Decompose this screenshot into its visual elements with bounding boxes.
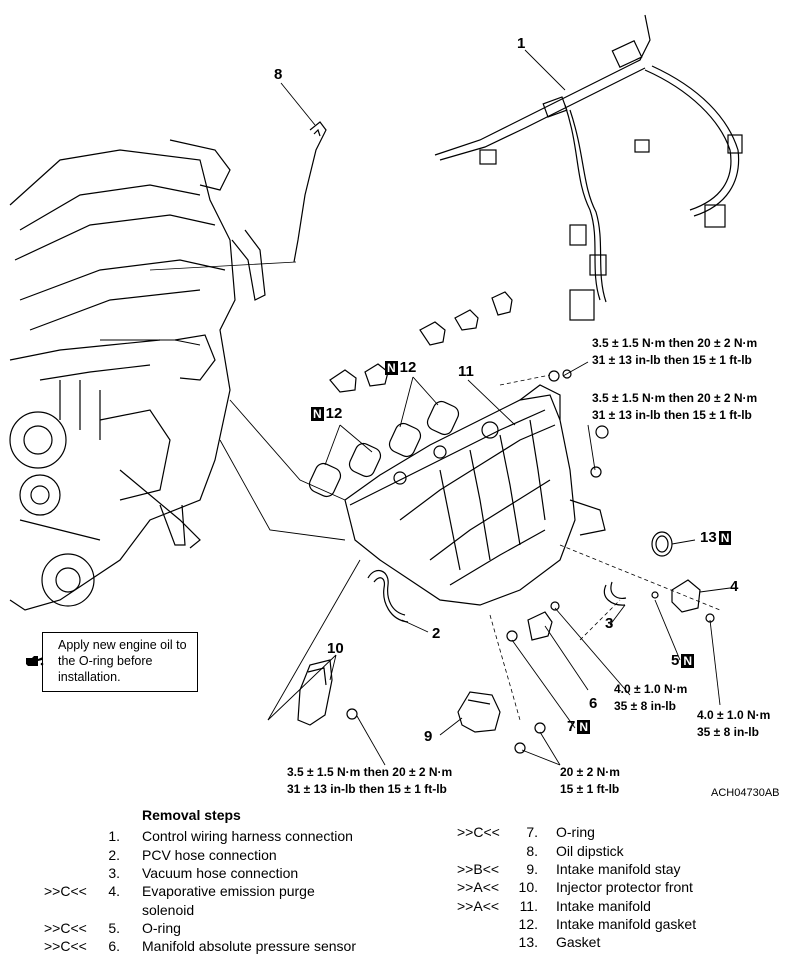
torque-imperial: 15 ± 1 ft-lb	[560, 782, 620, 796]
step-label: PCV hose connection	[142, 847, 277, 863]
step-label: Control wiring harness connection	[142, 828, 353, 844]
step-ref: >>B<<	[457, 861, 500, 877]
step-number: 13.	[518, 934, 538, 950]
torque-metric: 3.5 ± 1.5 N·m then 20 ± 2 N·m	[287, 765, 453, 779]
manifold-stay-drawing	[457, 691, 546, 754]
callout-3: 3	[605, 615, 614, 632]
step-number: 10.	[518, 879, 538, 895]
bolts-drawing	[548, 369, 609, 478]
step-number: 11.	[519, 898, 538, 914]
step-number: 3.	[108, 865, 120, 881]
step-number: 12.	[518, 916, 538, 932]
step-ref: >>C<<	[44, 938, 87, 954]
step-ref: >>C<<	[44, 920, 87, 936]
step-label: Evaporative emission purge	[142, 883, 315, 899]
step-label: Injector protector front	[556, 879, 693, 895]
intake-manifold-drawing	[344, 384, 606, 606]
new-part-marker: N	[577, 720, 591, 735]
callout-11: 11	[458, 363, 474, 380]
engine-block-drawing	[9, 139, 266, 611]
step-number: 9.	[526, 861, 538, 877]
callout-1: 1	[517, 35, 526, 52]
step-ref: >>C<<	[457, 824, 500, 840]
step-number: 2.	[108, 847, 120, 863]
step-label: Vacuum hose connection	[142, 865, 299, 881]
torque-metric: 4.0 ± 1.0 N·m	[614, 682, 688, 696]
step-number: 6.	[108, 938, 120, 954]
new-part-marker: N	[385, 361, 398, 376]
removal-steps-title: Removal steps	[142, 807, 241, 823]
torque-spec-upper: 3.5 ± 1.5 N·m then 20 ± 2 N·m 31 ± 13 in…	[592, 335, 757, 369]
step-number: 4.	[108, 883, 120, 899]
injector-protector-drawing	[297, 659, 358, 726]
step-number: 1.	[108, 828, 120, 844]
oil-dipstick-drawing	[149, 121, 327, 271]
callout-4: 4	[730, 578, 739, 595]
step-label: O-ring	[142, 920, 181, 936]
callout-8: 8	[274, 66, 283, 83]
callout-7-number: 7	[567, 718, 576, 735]
step-label: Intake manifold gasket	[556, 916, 697, 932]
torque-spec-purge-solenoid: 4.0 ± 1.0 N·m 35 ± 8 in-lb	[697, 707, 770, 741]
figure-reference-code: ACH04730AB	[711, 787, 780, 799]
step-number: 7.	[526, 824, 538, 840]
callout-5-number: 5	[671, 652, 680, 669]
manifold-gaskets-drawing	[308, 400, 460, 498]
leader-lines	[100, 49, 731, 766]
callout-6: 6	[589, 695, 598, 712]
callout-2: 2	[432, 625, 441, 642]
torque-imperial: 31 ± 13 in-lb then 15 ± 1 ft-lb	[592, 408, 752, 422]
torque-imperial: 31 ± 13 in-lb then 15 ± 1 ft-lb	[287, 782, 447, 796]
gasket-13-drawing	[651, 531, 673, 557]
torque-spec-middle: 3.5 ± 1.5 N·m then 20 ± 2 N·m 31 ± 13 in…	[592, 390, 757, 424]
dashed-alignment-lines	[489, 374, 721, 721]
step-number: 8.	[526, 843, 538, 859]
exploded-parts-diagram	[9, 14, 743, 766]
step-ref: >>A<<	[457, 898, 500, 914]
step-number: 5.	[108, 920, 120, 936]
pcv-hose-drawing	[367, 569, 409, 623]
torque-metric: 3.5 ± 1.5 N·m then 20 ± 2 N·m	[592, 391, 758, 405]
note-text: Apply new engine oil to the O-ring befor…	[58, 638, 187, 684]
torque-metric: 3.5 ± 1.5 N·m then 20 ± 2 N·m	[592, 336, 758, 350]
new-part-marker: N	[311, 407, 324, 422]
new-part-marker: N	[718, 531, 732, 546]
step-label: Gasket	[556, 934, 601, 950]
callout-9: 9	[424, 728, 433, 745]
step-label: O-ring	[556, 824, 595, 840]
torque-spec-map-sensor: 4.0 ± 1.0 N·m 35 ± 8 in-lb	[614, 681, 687, 715]
torque-imperial: 35 ± 8 in-lb	[697, 725, 759, 739]
torque-metric: 20 ± 2 N·m	[560, 765, 620, 779]
torque-spec-manifold-stay: 20 ± 2 N·m 15 ± 1 ft-lb	[560, 764, 620, 798]
callout-13-number: 13	[700, 529, 717, 546]
step-ref: >>C<<	[44, 883, 87, 899]
step-ref: >>A<<	[457, 879, 500, 895]
vacuum-hose-drawing	[603, 581, 627, 606]
oil-application-note: Apply new engine oil to the O-ring befor…	[42, 632, 198, 692]
wiring-harness-drawing	[434, 14, 743, 321]
callout-12-lower-number: 12	[325, 405, 343, 422]
step-label: Intake manifold	[556, 898, 651, 914]
harness-brackets-drawing	[329, 291, 513, 393]
callout-12-upper-number: 12	[399, 359, 417, 376]
torque-imperial: 31 ± 13 in-lb then 15 ± 1 ft-lb	[592, 353, 752, 367]
map-sensor-drawing	[506, 601, 560, 642]
new-part-marker: N	[681, 654, 695, 669]
torque-spec-injector-protector: 3.5 ± 1.5 N·m then 20 ± 2 N·m 31 ± 13 in…	[287, 764, 452, 798]
callout-10: 10	[327, 640, 344, 657]
step-label: Oil dipstick	[556, 843, 624, 859]
step-label: solenoid	[142, 902, 195, 918]
torque-metric: 4.0 ± 1.0 N·m	[697, 708, 771, 722]
oil-can-icon	[26, 656, 44, 666]
torque-imperial: 35 ± 8 in-lb	[614, 699, 676, 713]
step-label: Manifold absolute pressure sensor	[142, 938, 357, 954]
step-label: Intake manifold stay	[556, 861, 681, 877]
